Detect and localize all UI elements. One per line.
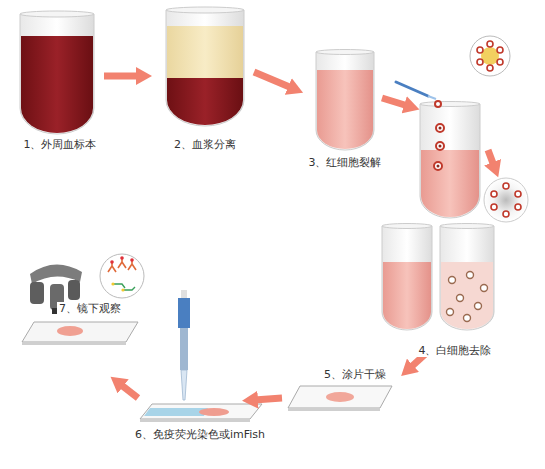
pipette [396, 82, 436, 99]
step-caption: 5、涂片干燥 [322, 368, 388, 381]
flow-arrow [120, 384, 138, 398]
step-caption: 3、红细胞裂解 [307, 156, 384, 169]
flow-arrow [254, 72, 292, 88]
step-caption: 6、免疫荧光染色或imFish [133, 428, 267, 441]
step-caption: 1、外周血标本 [22, 138, 99, 151]
cell-bubble [470, 36, 510, 76]
step-caption: 4、白细胞去除 [417, 344, 494, 357]
step-caption: 2、血浆分离 [172, 138, 238, 151]
observation-slide [22, 322, 138, 345]
flow-arrow [104, 72, 494, 400]
plasma-tube [166, 7, 244, 126]
lysis-tube [316, 50, 374, 151]
staining-slide [140, 404, 262, 422]
step-caption: 7、镜下观察 [57, 302, 123, 315]
flow-arrow [254, 398, 282, 400]
blood-tube [20, 11, 94, 134]
antibody-bubble [100, 254, 144, 298]
flow-arrow [382, 98, 408, 106]
flow-arrow [104, 73, 140, 80]
pipette [178, 290, 190, 400]
wbc-removal-tubes [382, 224, 494, 331]
flow-arrow [488, 150, 494, 166]
capture-bubble [484, 178, 528, 222]
cell-tube [420, 101, 480, 218]
smear-slide [288, 386, 392, 411]
